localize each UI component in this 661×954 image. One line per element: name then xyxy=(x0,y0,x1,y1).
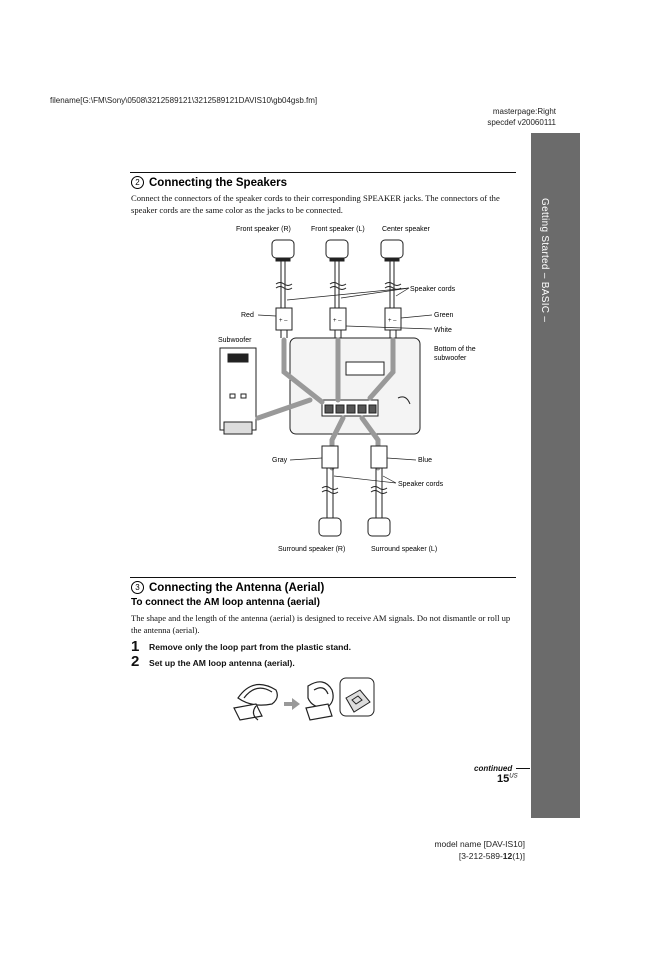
page-suffix: US xyxy=(509,773,518,780)
center-speaker-label: Center speaker xyxy=(382,226,431,233)
step-2-text: Set up the AM loop antenna (aerial). xyxy=(149,658,295,668)
front-speaker-l-label: Front speaker (L) xyxy=(311,226,365,233)
connector-gray xyxy=(321,445,339,469)
continued-label: continued xyxy=(474,764,512,773)
subwoofer-label: Subwoofer xyxy=(218,337,252,344)
speaker-cords-bottom-label: Speaker cords xyxy=(398,481,444,488)
subwoofer xyxy=(219,347,257,435)
section3-subtitle: To connect the AM loop antenna (aerial) xyxy=(131,597,320,608)
side-tab-label: Getting Started – BASIC – xyxy=(539,198,550,323)
surround-speaker-r-label: Surround speaker (R) xyxy=(278,546,345,553)
front-speaker-r-label: Front speaker (R) xyxy=(236,226,291,233)
masterpage-header: masterpage:Right xyxy=(492,107,556,116)
subwoofer-bottom-panel xyxy=(289,337,421,435)
section2-title: Connecting the Speakers xyxy=(149,177,288,189)
section2-rule xyxy=(130,172,516,173)
connector-red: + – xyxy=(275,307,293,331)
front-speaker-r xyxy=(271,239,295,262)
part-number-pre: [3-212-589- xyxy=(458,851,503,861)
surround-speaker-r xyxy=(318,517,342,537)
page-number: 15US xyxy=(497,773,518,785)
continued-rule xyxy=(516,768,530,769)
part-number-bold: 12 xyxy=(502,851,513,861)
bottom-of-subwoofer-label: Bottom of the xyxy=(434,346,476,353)
part-number-post: (1)] xyxy=(512,851,525,861)
section2-body: Connect the connectors of the speaker co… xyxy=(131,193,500,215)
connector-blue xyxy=(370,445,388,469)
section2-heading: 2 Connecting the Speakers xyxy=(131,176,287,189)
section3-body: The shape and the length of the antenna … xyxy=(131,613,511,635)
section3-title: Connecting the Antenna (Aerial) xyxy=(149,582,325,594)
step-1-text: Remove only the loop part from the plast… xyxy=(149,642,351,652)
section3-number: 3 xyxy=(131,581,144,594)
section3-heading: 3 Connecting the Antenna (Aerial) xyxy=(131,581,324,594)
green-label: Green xyxy=(434,312,454,319)
gray-label: Gray xyxy=(272,457,288,464)
connector-white: + – xyxy=(384,307,402,331)
speaker-cords-top-label: Speaker cords xyxy=(410,286,456,293)
surround-speaker-l xyxy=(367,517,391,537)
red-label: Red xyxy=(241,312,254,319)
white-label: White xyxy=(434,327,452,334)
blue-label: Blue xyxy=(418,457,432,464)
svg-text:+ –: + – xyxy=(388,318,397,324)
continued-text: continued xyxy=(474,764,513,773)
specdef-header: specdef v20060111 xyxy=(487,118,556,127)
center-speaker xyxy=(380,239,404,262)
step-1-number: 1 xyxy=(131,638,140,655)
am-loop-antenna-illustration xyxy=(233,677,375,721)
svg-text:+ –: + – xyxy=(279,318,288,324)
connector-green: + – xyxy=(329,307,347,331)
svg-text:+ –: + – xyxy=(333,318,342,324)
side-tab xyxy=(531,133,580,818)
section3-rule xyxy=(130,577,516,578)
model-name: model name [DAV-IS10] xyxy=(434,839,525,849)
surround-speaker-l-label: Surround speaker (L) xyxy=(371,546,437,553)
filename-header: filename[G:\FM\Sony\0508\3212589121\3212… xyxy=(50,96,318,105)
front-speaker-l xyxy=(325,239,349,262)
step-1: 1 xyxy=(131,638,139,656)
section2-number: 2 xyxy=(131,176,144,189)
speaker-connection-diagram: Front speaker (R) Front speaker (L) Cent… xyxy=(218,226,476,553)
step-2-number: 2 xyxy=(131,653,140,670)
page-number-value: 15 xyxy=(497,773,510,785)
step-2: 2 xyxy=(131,653,139,671)
part-number: [3-212-589-12(1)] xyxy=(459,851,525,861)
bottom-of-subwoofer-label-2: subwoofer xyxy=(434,355,467,362)
